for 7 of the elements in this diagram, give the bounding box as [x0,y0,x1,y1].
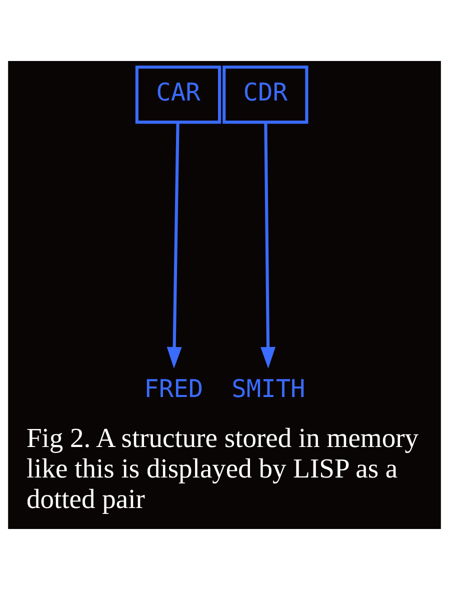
caption: Fig 2. A structure stored in memory like this is displayed by LISP as a dotted pair [26,422,419,514]
node-box: CDR [222,65,308,124]
node-text: SMITH [232,374,306,403]
node-text: FRED [144,374,204,403]
node-box: CAR [135,65,222,124]
arrow [260,122,276,368]
arrow [166,122,182,368]
